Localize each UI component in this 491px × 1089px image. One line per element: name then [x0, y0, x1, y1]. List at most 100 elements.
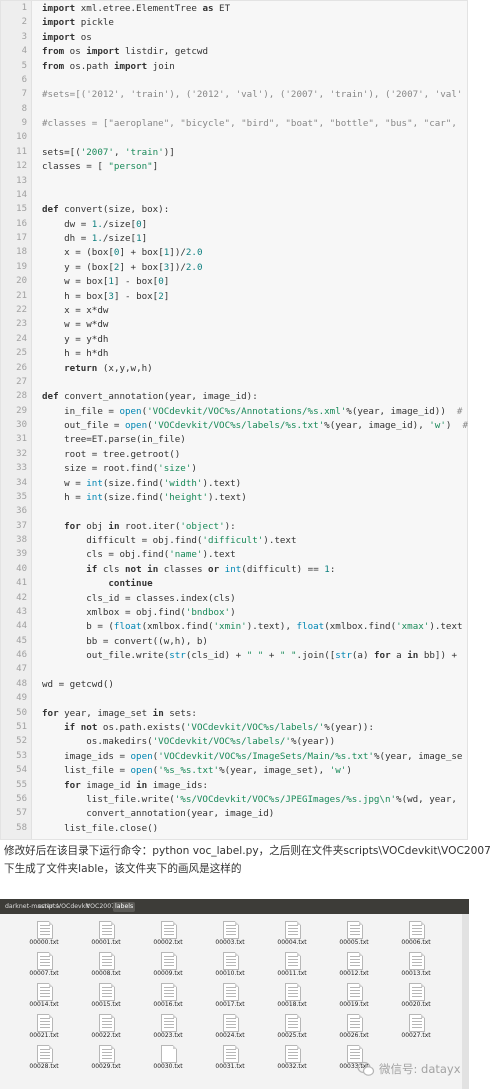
line-number: 13: [16, 175, 27, 186]
text-file-icon[interactable]: [99, 1045, 115, 1063]
file-preview-line: [412, 1021, 422, 1022]
text-file-icon[interactable]: [99, 983, 115, 1001]
line-number: 40: [16, 563, 27, 574]
text-file-icon[interactable]: [223, 952, 239, 970]
text-file-icon[interactable]: [347, 952, 363, 970]
file-preview-line: [40, 987, 50, 988]
text-file-icon[interactable]: [285, 983, 301, 1001]
code-line: in_file = open('VOCdevkit/VOC%s/Annotati…: [42, 405, 463, 417]
text-file-icon[interactable]: [223, 1014, 239, 1032]
text-file-icon[interactable]: [223, 921, 239, 939]
file-name-label: 00002.txt: [153, 939, 183, 946]
file-preview-line: [40, 934, 50, 935]
watermark-text: 微信号: datayx: [379, 1062, 461, 1076]
file-preview-line: [350, 1058, 360, 1059]
file-preview-line: [350, 931, 360, 932]
text-file-icon[interactable]: [99, 952, 115, 970]
text-file-icon[interactable]: [99, 921, 115, 939]
file-preview-line: [412, 931, 422, 932]
text-file-icon[interactable]: [37, 983, 53, 1001]
text-file-icon[interactable]: [223, 1045, 239, 1063]
text-file-icon[interactable]: [409, 921, 425, 939]
text-file-icon[interactable]: [37, 952, 53, 970]
file-preview-line: [40, 1018, 50, 1019]
text-file-icon[interactable]: [161, 983, 177, 1001]
file-preview-line: [350, 1021, 360, 1022]
file-corner-fold: [235, 921, 239, 925]
text-file-icon[interactable]: [37, 1045, 53, 1063]
file-preview-line: [288, 1021, 298, 1022]
description-line-2: 下生成了文件夹lable，该文件夹下的画风是这样的: [4, 863, 242, 875]
line-number: 35: [16, 491, 27, 502]
file-name-label: 00031.txt: [215, 1063, 245, 1070]
line-number: 25: [16, 348, 27, 359]
file-corner-fold: [111, 952, 115, 956]
text-file-icon[interactable]: [347, 1014, 363, 1032]
file-corner-fold: [49, 1045, 53, 1049]
file-name-label: 00025.txt: [277, 1032, 307, 1039]
file-preview-line: [350, 1027, 360, 1028]
text-file-icon[interactable]: [347, 1045, 363, 1063]
text-file-icon[interactable]: [347, 921, 363, 939]
line-number: 12: [16, 161, 27, 172]
text-file-icon[interactable]: [99, 1014, 115, 1032]
file-manager-scrollbar: [462, 914, 469, 1089]
code-line: out_file.write(str(cls_id) + " " + " ".j…: [42, 650, 458, 662]
text-file-icon[interactable]: [37, 1014, 53, 1032]
text-file-icon[interactable]: [37, 921, 53, 939]
file-preview-line: [40, 956, 50, 957]
file-preview-line: [412, 987, 422, 988]
line-number: 46: [16, 650, 27, 661]
line-number: 17: [16, 233, 27, 244]
text-file-icon[interactable]: [409, 1014, 425, 1032]
breadcrumb-scripts[interactable]: scripts: [38, 903, 59, 910]
file-preview-line: [164, 1024, 174, 1025]
line-number: 11: [16, 146, 27, 157]
breadcrumb-voc2007[interactable]: VOC2007: [86, 903, 116, 910]
code-line: difficult = obj.find('difficult').text: [42, 535, 297, 547]
code-line: return (x,y,w,h): [64, 362, 153, 374]
file-preview-line: [102, 990, 112, 991]
file-preview-line: [102, 987, 112, 988]
file-preview-line: [288, 962, 298, 963]
text-file-icon[interactable]: [285, 1045, 301, 1063]
file-corner-fold: [49, 1014, 53, 1018]
text-file-icon[interactable]: [285, 921, 301, 939]
text-file-icon[interactable]: [285, 1014, 301, 1032]
file-preview-line: [226, 1052, 236, 1053]
text-file-icon[interactable]: [409, 983, 425, 1001]
text-file-icon[interactable]: [223, 983, 239, 1001]
code-line: #sets=[('2012', 'train'), ('2012', 'val'…: [42, 89, 463, 101]
file-preview-line: [226, 962, 236, 963]
file-preview-line: [102, 928, 112, 929]
text-file-icon[interactable]: [347, 983, 363, 1001]
line-number: 37: [16, 520, 27, 531]
file-preview-line: [288, 956, 298, 957]
breadcrumb-labels[interactable]: labels: [113, 902, 136, 912]
line-number: 58: [16, 822, 27, 833]
text-file-icon[interactable]: [161, 921, 177, 939]
text-file-icon[interactable]: [285, 952, 301, 970]
file-preview-line: [102, 934, 112, 935]
code-line: for year, image_set in sets:: [42, 707, 197, 719]
file-preview-line: [288, 987, 298, 988]
file-preview-line: [164, 1018, 174, 1019]
file-preview-line: [226, 959, 236, 960]
text-file-icon[interactable]: [161, 1014, 177, 1032]
file-preview-line: [102, 925, 112, 926]
breadcrumb-vocdevkit[interactable]: VOCdevkit: [57, 903, 90, 910]
file-preview-line: [412, 928, 422, 929]
line-number: 16: [16, 218, 27, 229]
file-preview-line: [288, 1055, 298, 1056]
text-file-icon[interactable]: [409, 952, 425, 970]
breadcrumb-darknet-master[interactable]: darknet-master: [5, 903, 54, 910]
file-preview-line: [288, 965, 298, 966]
text-file-icon[interactable]: [161, 1045, 177, 1063]
line-number: 26: [16, 362, 27, 373]
file-preview-line: [102, 1018, 112, 1019]
file-preview-line: [288, 1018, 298, 1019]
text-file-icon[interactable]: [161, 952, 177, 970]
line-number: 28: [16, 391, 27, 402]
file-corner-fold: [297, 1014, 301, 1018]
